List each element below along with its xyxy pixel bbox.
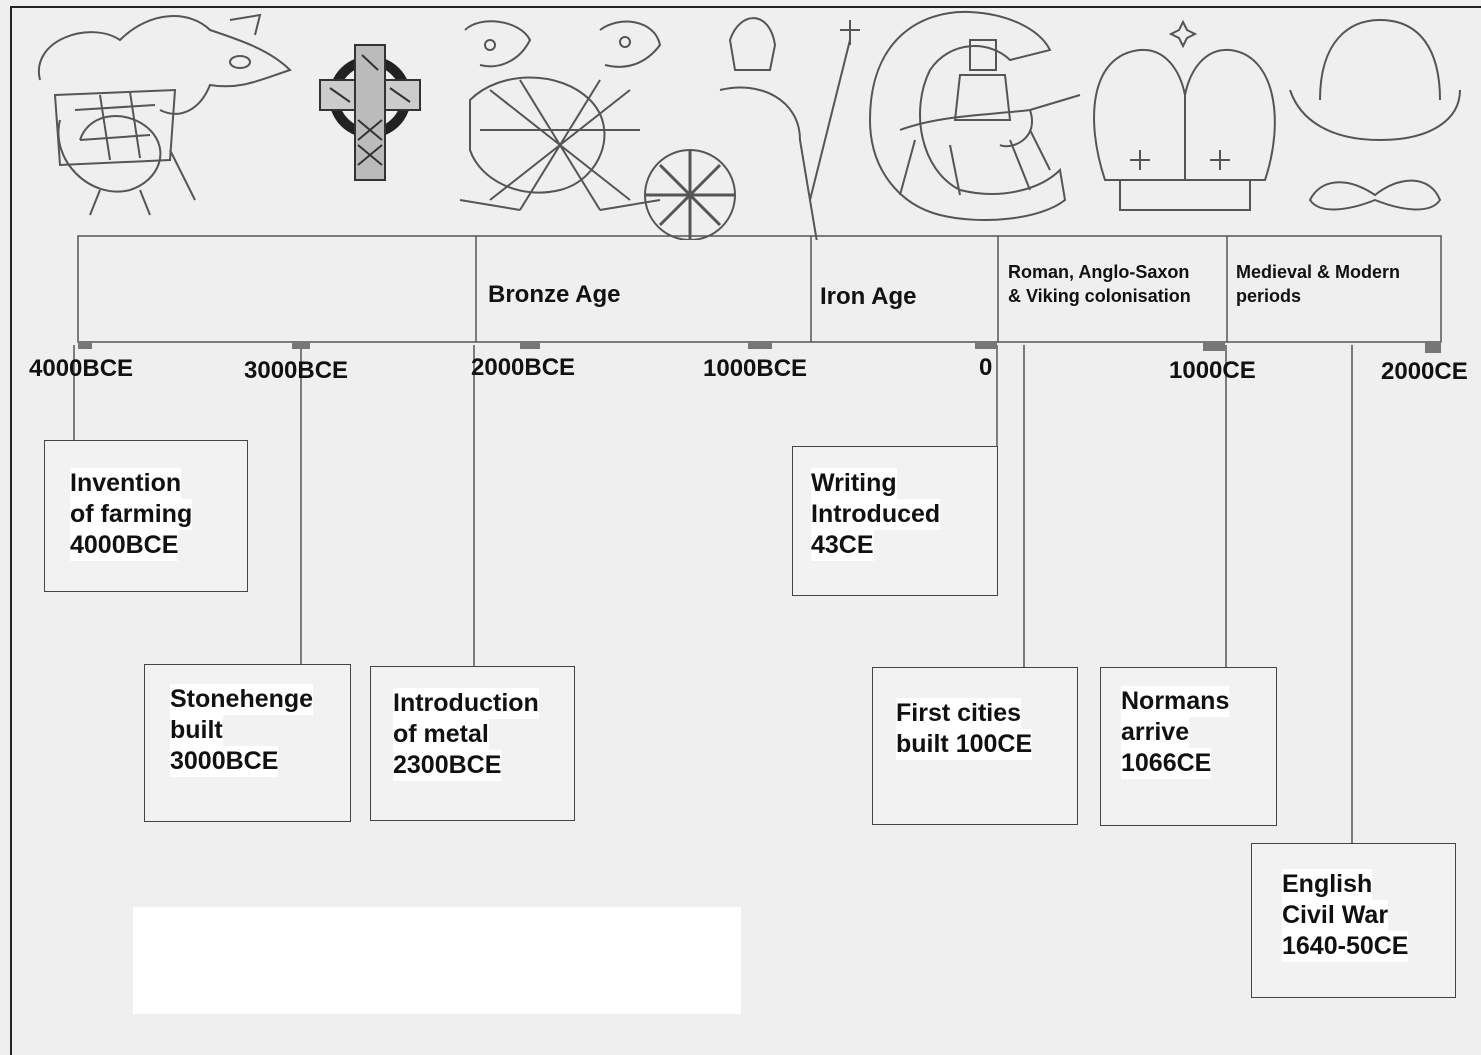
event-text-line: 1066CE (1121, 748, 1212, 779)
event-writing-introduced: Writing Introduced 43CE (792, 446, 998, 596)
illustration-strip (0, 0, 1481, 276)
event-stonehenge-built: Stonehenge built 3000BCE (144, 664, 351, 822)
knight-unicorn-icon (868, 10, 1081, 221)
event-text-line: Writing (811, 468, 897, 499)
period-roman-line2: & Viking colonisation (1008, 286, 1191, 306)
event-normans-arrive: Normans arrive 1066CE (1100, 667, 1277, 826)
period-bronze-age: Bronze Age (488, 281, 621, 308)
period-medieval-line1: Medieval & Modern (1236, 262, 1401, 282)
period-iron-age: Iron Age (820, 283, 917, 310)
period-medieval-line2: periods (1236, 286, 1302, 306)
period-medieval-modern: Medieval & Modern periods (1236, 260, 1400, 308)
event-english-civil-war: English Civil War 1640-50CE (1251, 843, 1456, 998)
event-text-line: 1640-50CE (1282, 931, 1409, 962)
event-text-line: 2300BCE (393, 750, 502, 781)
event-text-line: built 100CE (896, 729, 1033, 760)
date-4000bce: 4000BCE (29, 355, 134, 382)
event-text-line: Stonehenge (170, 684, 314, 715)
event-text-line: of metal (393, 719, 489, 750)
event-introduction-of-metal: Introduction of metal 2300BCE (370, 666, 575, 821)
britannia-icon (644, 17, 881, 276)
dragon-icon (37, 13, 292, 216)
event-text-line: built (170, 715, 223, 746)
event-text-line: Introduction (393, 688, 539, 719)
date-2000ce: 2000CE (1381, 358, 1468, 385)
date-2000bce: 2000BCE (471, 354, 576, 381)
event-invention-of-farming: Invention of farming 4000BCE (44, 440, 248, 592)
celtic-knot-beasts-icon (459, 20, 662, 211)
period-roman-line1: Roman, Anglo-Saxon (1008, 262, 1190, 282)
event-first-cities-built: First cities built 100CE (872, 667, 1078, 825)
event-text-line: 4000BCE (70, 530, 179, 561)
event-text-line: 43CE (811, 530, 874, 561)
event-text-line: Invention (70, 468, 182, 499)
event-text-line: First cities (896, 698, 1022, 729)
date-1000ce: 1000CE (1169, 357, 1256, 384)
event-text-line: Civil War (1282, 900, 1389, 931)
date-0: 0 (979, 354, 993, 381)
event-text-line: Introduced (811, 499, 941, 530)
crown-icon (1093, 19, 1276, 211)
event-text-line: of farming (70, 499, 193, 530)
celtic-cross-icon (319, 44, 421, 181)
event-text-line: Normans (1121, 686, 1230, 717)
date-3000bce: 3000BCE (244, 357, 349, 384)
event-text-line: arrive (1121, 717, 1190, 748)
event-text-line: English (1282, 869, 1373, 900)
period-roman-anglo-saxon: Roman, Anglo-Saxon & Viking colonisation (1008, 260, 1191, 308)
bowler-hat-moustache-icon (1289, 18, 1461, 211)
blank-label-area (133, 907, 741, 1014)
date-1000bce: 1000BCE (703, 355, 808, 382)
page-frame (10, 6, 1481, 1055)
event-text-line: 3000BCE (170, 746, 279, 777)
